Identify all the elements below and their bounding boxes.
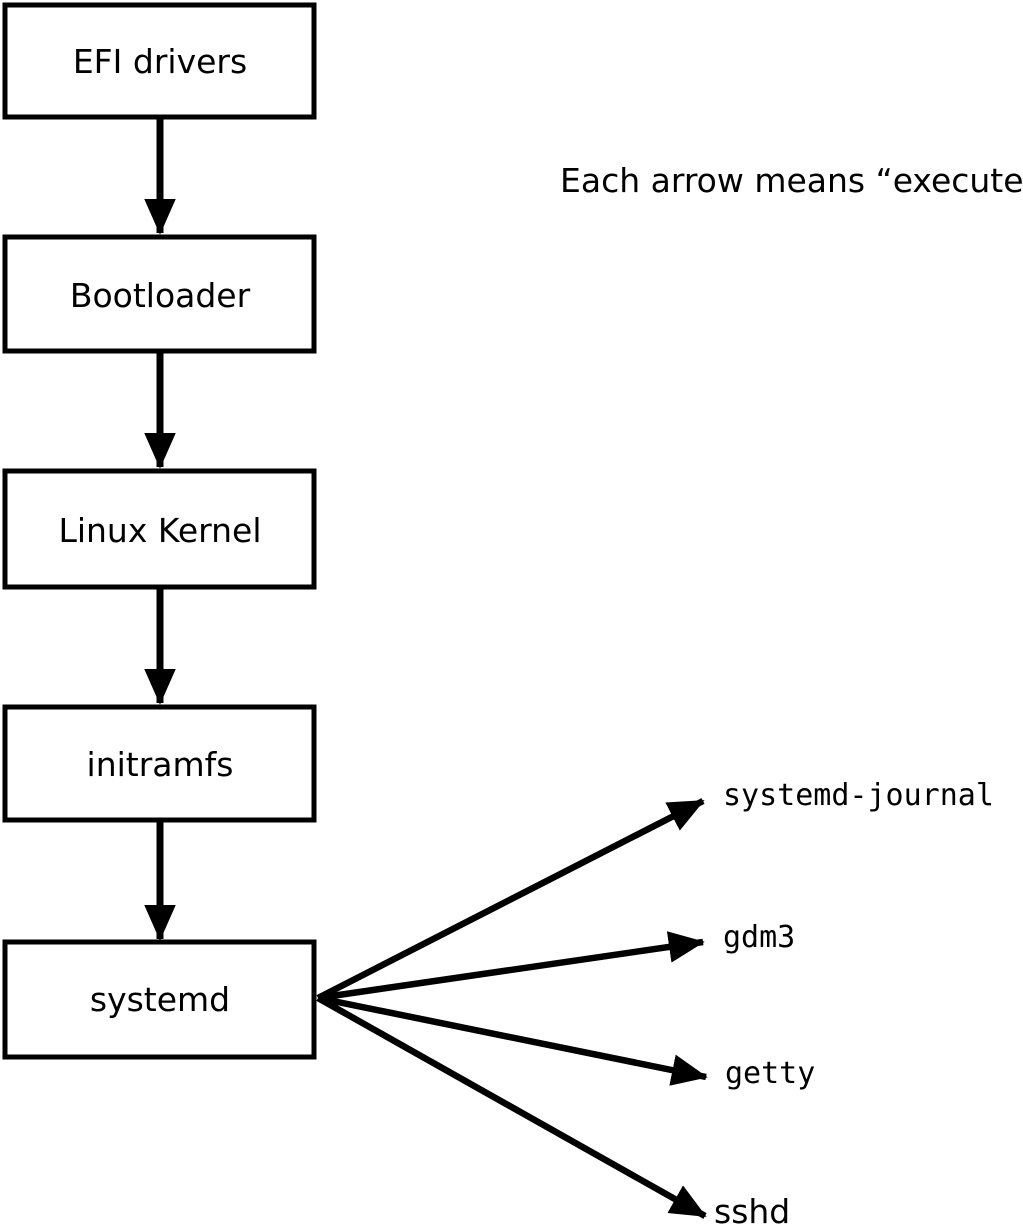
box-label-systemd: systemd	[90, 980, 230, 1019]
box-label-initramfs: initramfs	[87, 745, 234, 784]
arrow-systemd-to-gdm3	[317, 931, 705, 1002]
box-label-bootloader: Bootloader	[70, 276, 251, 315]
label-getty: getty	[725, 1056, 815, 1091]
label-gdm3: gdm3	[723, 920, 795, 955]
box-systemd	[2, 939, 317, 1060]
box-initramfs	[2, 704, 317, 823]
box-label-efi-drivers: EFI drivers	[73, 42, 247, 81]
box-efi-drivers	[2, 2, 317, 120]
arrow-systemd-to-journal	[316, 798, 705, 1001]
arrow-legend-note: Each arrow means “executes”.	[560, 161, 1023, 200]
arrow-systemd-to-sshd	[316, 995, 707, 1219]
label-sshd: sshd	[714, 1192, 790, 1230]
box-label-linux-kernel: Linux Kernel	[58, 511, 261, 550]
box-bootloader	[2, 234, 317, 354]
box-linux-kernel	[2, 468, 317, 590]
label-systemd-journal: systemd-journal	[723, 778, 994, 813]
arrow-systemd-to-getty	[317, 994, 708, 1086]
